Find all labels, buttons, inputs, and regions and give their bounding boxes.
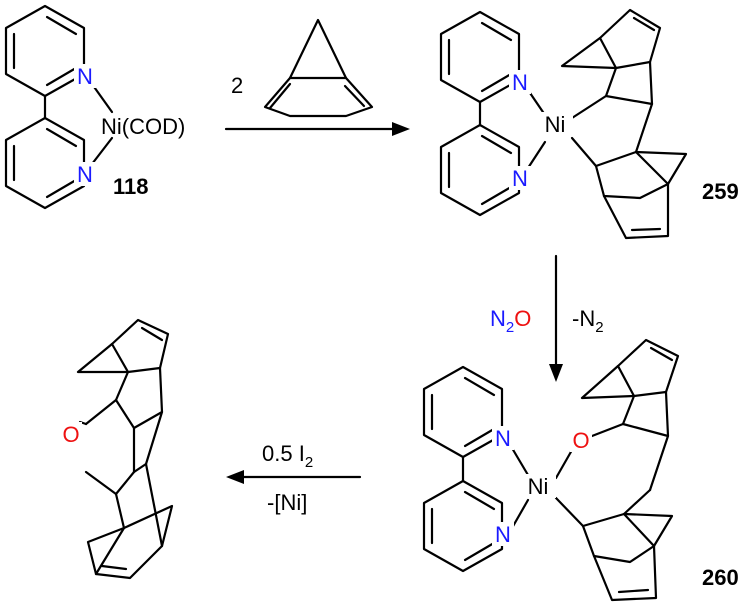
compound-259-structure: N N Ni <box>439 8 688 240</box>
atom-n: N <box>495 522 511 547</box>
equivalents-label: 2 <box>231 73 243 98</box>
atom-n: N <box>77 162 93 187</box>
norbornadiene-structure <box>263 18 374 118</box>
atom-o: O <box>572 428 589 453</box>
reaction-arrow-2 <box>549 254 563 382</box>
byproduct-n2: -N2 <box>572 306 604 336</box>
compound-label-260: 260 <box>702 565 739 590</box>
compound-label-118: 118 <box>113 174 149 199</box>
atom-n: N <box>512 166 528 191</box>
atom-o: O <box>62 422 79 447</box>
reagent-n2o: N2O <box>490 306 531 336</box>
compound-118-structure: N N Ni(COD) <box>4 4 185 210</box>
atom-ni: Ni <box>545 112 566 137</box>
atom-ni: Ni <box>528 474 549 499</box>
atom-n: N <box>512 70 528 95</box>
reagent-iodine: 0.5 I2 <box>262 441 313 471</box>
reaction-arrow-1 <box>224 122 410 136</box>
compound-260-structure: N N Ni O <box>422 338 680 602</box>
byproduct-nickel: -[Ni] <box>267 490 307 515</box>
ni-cod-label: Ni(COD) <box>101 114 185 139</box>
ether-product-structure: O <box>60 318 174 580</box>
atom-n: N <box>495 426 511 451</box>
atom-n: N <box>77 64 93 89</box>
reaction-arrow-3 <box>226 470 362 484</box>
compound-label-259: 259 <box>702 179 739 204</box>
